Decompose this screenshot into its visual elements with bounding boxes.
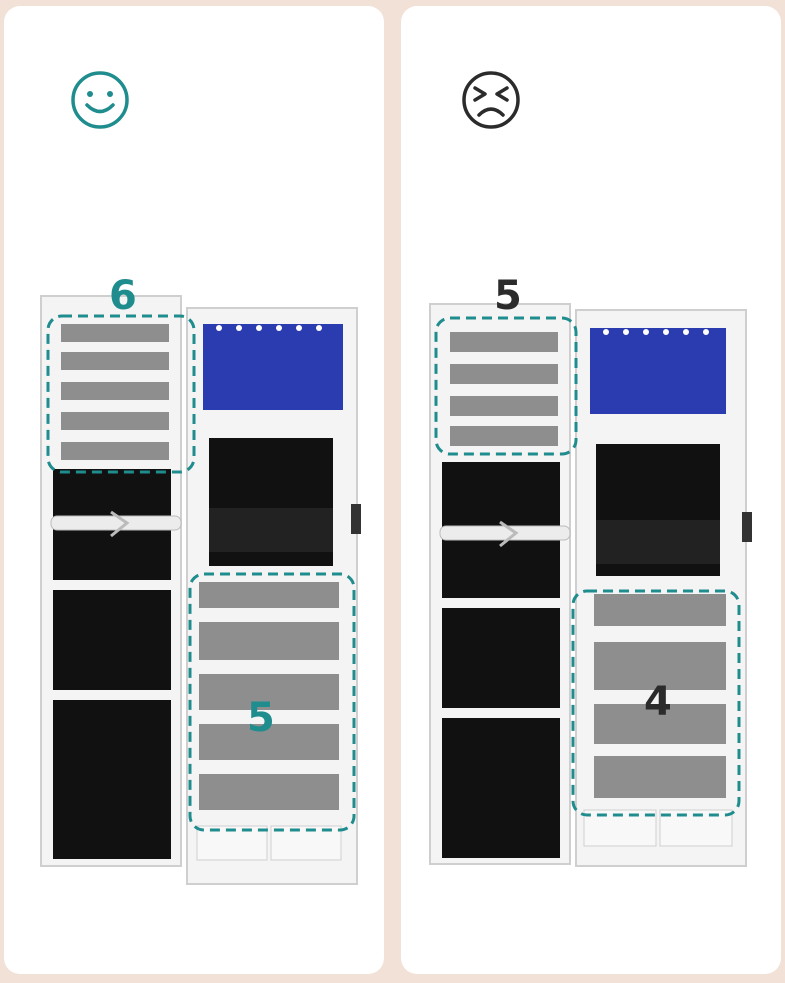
- top-count-highlight: [434, 316, 578, 456]
- bottom-count-label: 4: [644, 679, 672, 725]
- frowning-face-icon: [462, 71, 520, 129]
- jewelry-cabinet-illustration: [40, 295, 361, 885]
- bottom-count-label: 5: [247, 695, 275, 741]
- top-count-highlight: [46, 314, 196, 474]
- top-count-label: 6: [109, 273, 137, 319]
- jewelry-cabinet-illustration: [429, 303, 752, 867]
- smiley-face-icon: [71, 71, 129, 129]
- bottom-count-highlight: [571, 589, 741, 817]
- comparison-panel-good: 6 5: [4, 6, 384, 974]
- comparison-panel-bad: 5 4: [401, 6, 781, 974]
- top-count-label: 5: [494, 273, 522, 319]
- bottom-count-highlight: [188, 572, 356, 832]
